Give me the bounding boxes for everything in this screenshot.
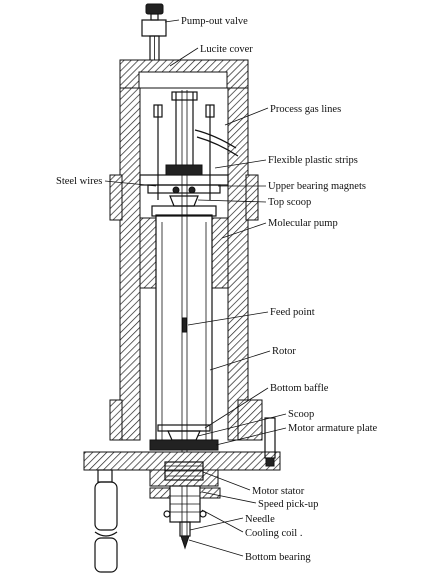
label-upper-bearing-magnets: Upper bearing magnets [268, 181, 366, 192]
label-feed-point: Feed point [270, 307, 315, 318]
label-needle: Needle [245, 514, 275, 525]
upper-bearing-assembly [139, 91, 239, 207]
label-bottom-baffle: Bottom baffle [270, 383, 329, 394]
label-bottom-bearing: Bottom bearing [245, 552, 311, 563]
outer-housing [109, 59, 263, 441]
label-scoop: Scoop [288, 409, 314, 420]
label-flexible-plastic-strips: Flexible plastic strips [268, 155, 358, 166]
leader-lines [104, 19, 287, 557]
label-motor-stator: Motor stator [252, 486, 305, 497]
label-molecular-pump: Molecular pump [268, 218, 338, 229]
label-group: Pump-out valve Lucite cover Process gas … [56, 16, 378, 563]
label-top-scoop: Top scoop [268, 197, 311, 208]
label-pump-out-valve: Pump-out valve [181, 16, 248, 27]
label-rotor: Rotor [272, 346, 296, 357]
label-motor-armature-plate: Motor armature plate [288, 423, 378, 434]
pump-out-valve [141, 3, 167, 63]
lower-assembly [83, 417, 281, 550]
left-support-tube [94, 481, 118, 573]
label-cooling-coil: Cooling coil . [245, 528, 302, 539]
label-lucite-cover: Lucite cover [200, 44, 253, 55]
label-speed-pick-up: Speed pick-up [258, 499, 318, 510]
label-process-gas-lines: Process gas lines [270, 104, 341, 115]
label-steel-wires: Steel wires [56, 176, 102, 187]
